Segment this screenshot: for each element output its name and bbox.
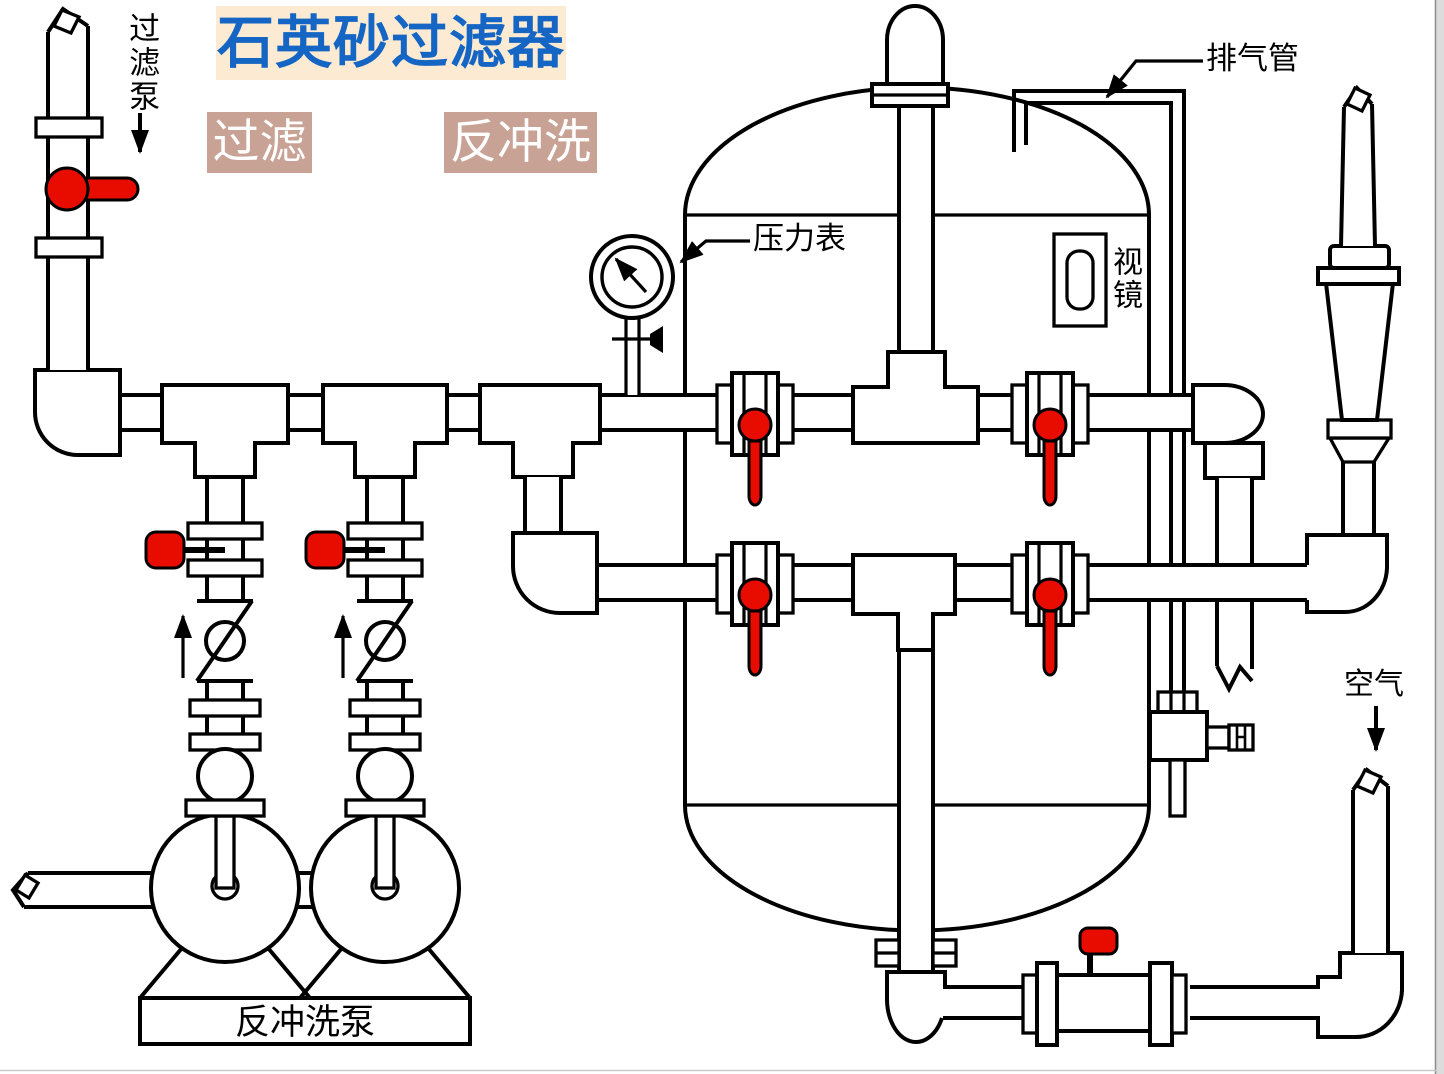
- pump-column-2: [300, 477, 470, 998]
- label-air: 空气: [1344, 668, 1404, 701]
- lower-left-elbow: [511, 531, 599, 615]
- air-elbow: [1316, 951, 1404, 1040]
- air-inlet-pipe: [1351, 706, 1390, 953]
- tee-1: [160, 383, 290, 479]
- page-title: 石英砂过滤器: [216, 6, 566, 80]
- exhaust-pipe: [1012, 89, 1255, 818]
- tank-bottom-pipe: [874, 648, 958, 1044]
- pressure-gauge: [589, 234, 750, 395]
- inlet-elbow: [33, 368, 122, 457]
- discharge-venturi-stack: [1305, 84, 1401, 615]
- bottom-valve-knob: [1078, 926, 1119, 956]
- label-exhaust-pipe: 排气管: [1206, 41, 1299, 76]
- inlet-riser: [34, 6, 149, 370]
- tab-backwash-mode[interactable]: 反冲洗: [444, 112, 597, 173]
- label-pressure-gauge: 压力表: [753, 221, 846, 256]
- sight-glass: [1052, 232, 1108, 328]
- pressure-gauge-leader: [679, 239, 750, 264]
- tank-top-standpipe: [870, 4, 950, 388]
- bottom-valve: [1021, 926, 1188, 1047]
- right-edge-strip: [1436, 0, 1444, 1074]
- air-scour-line: [941, 706, 1404, 1047]
- tee-3: [478, 383, 602, 535]
- upper-center-tee: [851, 350, 980, 445]
- inlet-valve-ball: [44, 166, 90, 212]
- pump-base: [138, 996, 472, 1046]
- valve-lower-left: [715, 541, 795, 677]
- label-backwash-pump: 反冲洗泵: [234, 1003, 375, 1042]
- upper-right-elbow-drain: [1191, 383, 1265, 694]
- valve-lower-right: [1010, 541, 1090, 677]
- valve-upper-right: [1010, 371, 1090, 507]
- exhaust-leader: [1105, 59, 1203, 99]
- tab-filter-mode[interactable]: 过滤: [207, 112, 312, 173]
- lower-center-tee: [851, 553, 957, 652]
- label-filter-pump: 过滤泵: [124, 12, 160, 114]
- tee-2: [321, 383, 449, 479]
- valve-upper-left: [715, 371, 795, 507]
- pump-column-1: [140, 477, 310, 998]
- label-sight-glass: 视镜: [1108, 246, 1141, 312]
